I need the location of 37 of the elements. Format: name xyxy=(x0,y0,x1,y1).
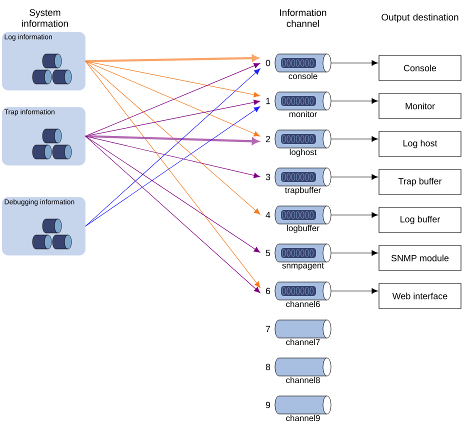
destination-box: Trap buffer xyxy=(378,169,462,195)
channel-number: 6 xyxy=(266,288,270,294)
arrow xyxy=(85,60,260,288)
column-heading: Output destination xyxy=(382,14,458,22)
destination-box: Log buffer xyxy=(378,207,462,233)
arrow xyxy=(85,135,259,145)
arrow xyxy=(330,212,378,218)
arrow xyxy=(85,54,259,62)
destination-box: SNMP module xyxy=(378,245,462,271)
channel-number: 2 xyxy=(266,136,270,142)
arrow xyxy=(330,136,378,142)
channel-number: 5 xyxy=(266,250,270,256)
arrow xyxy=(85,136,260,253)
arrow xyxy=(330,98,378,104)
channel-number: 4 xyxy=(266,212,270,218)
channel-number: 9 xyxy=(266,402,270,408)
channel-number: 0 xyxy=(266,60,270,66)
column-heading: Information channel xyxy=(280,9,326,27)
channel-cylinder: channel8 xyxy=(274,358,332,384)
arrow xyxy=(330,288,378,294)
destination-box: Web interface xyxy=(378,283,462,309)
channel-cylinder: channel7 xyxy=(274,320,332,346)
arrow xyxy=(330,174,378,180)
arrow xyxy=(85,136,260,294)
channel-number: 3 xyxy=(266,174,270,180)
arrow xyxy=(85,136,260,178)
arrow xyxy=(330,60,378,66)
arrow xyxy=(85,60,260,98)
arrow xyxy=(330,250,378,256)
channel-number: 8 xyxy=(266,364,270,370)
destination-box: Monitor xyxy=(378,93,462,119)
channel-number: 1 xyxy=(266,98,270,104)
arrow xyxy=(85,106,260,226)
channel-cylinder: channel9 xyxy=(274,396,332,422)
destination-box: Log host xyxy=(378,131,462,157)
destination-box: Console xyxy=(378,55,462,81)
channel-number: 7 xyxy=(266,326,270,332)
